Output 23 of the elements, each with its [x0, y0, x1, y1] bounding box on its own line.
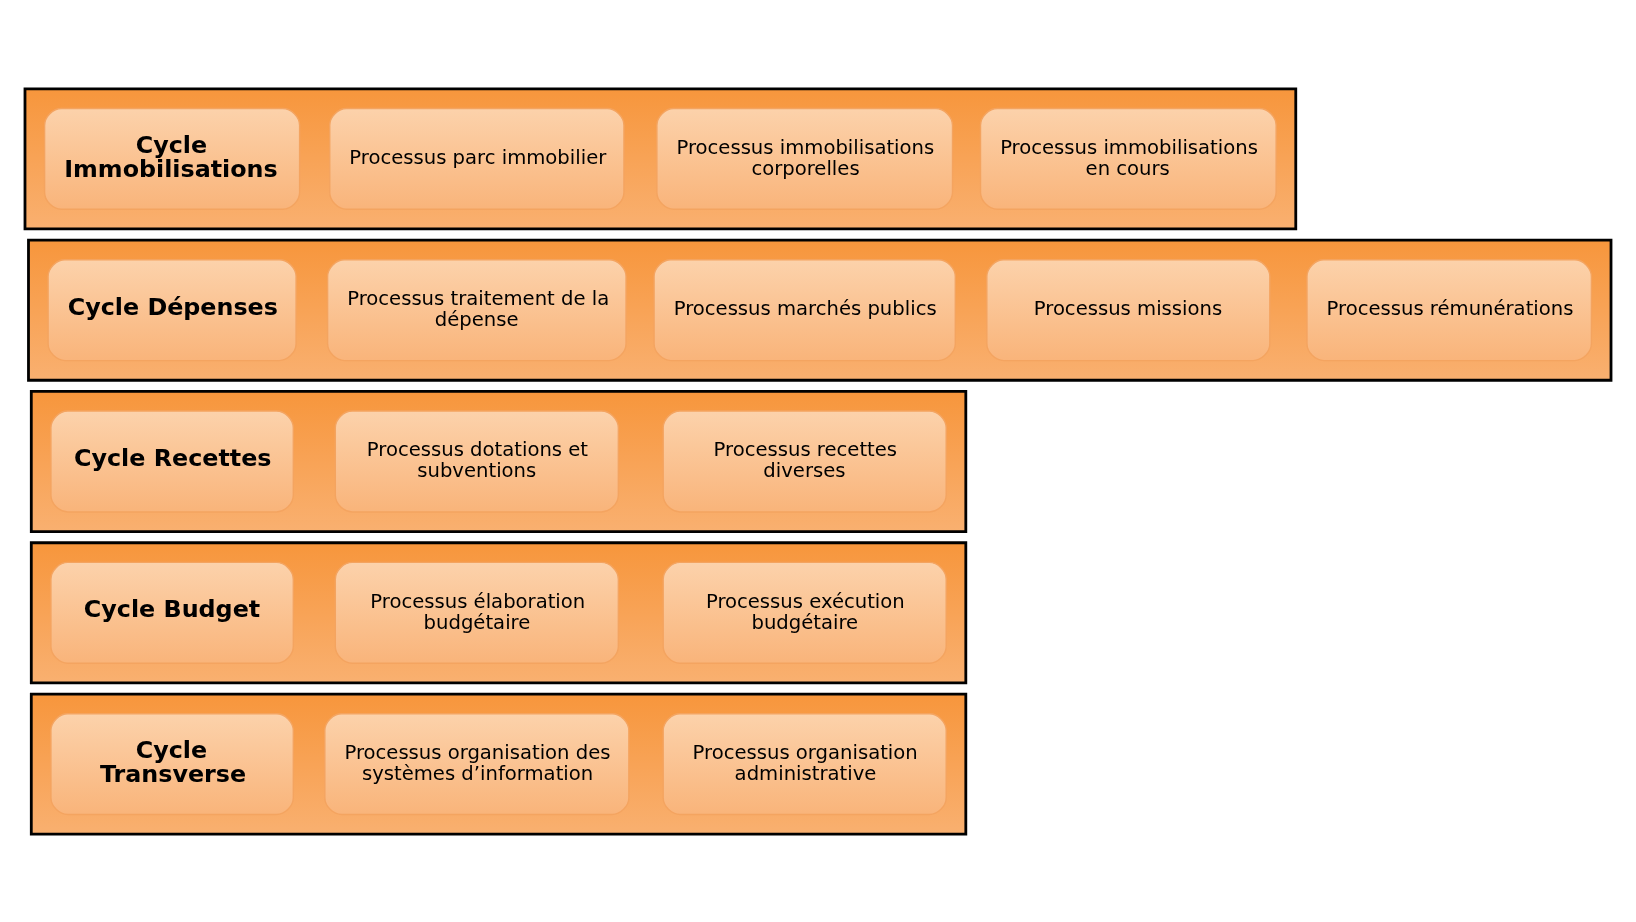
cluster — [29, 389, 968, 533]
node-box: Processus rémunérations — [1306, 258, 1593, 361]
node-box: Cycle Transverse — [50, 712, 294, 815]
node-box: Processus organisation administrative — [662, 712, 947, 815]
node-box: Processus immobilisations corporelles — [656, 107, 954, 210]
node-box: Cycle Budget — [50, 561, 294, 664]
node-box: Cycle Immobilisations — [43, 107, 301, 210]
node-box: Processus dotations et subventions — [334, 409, 620, 513]
node-box: Cycle Dépenses — [47, 258, 297, 361]
node-box: Processus recettes diverses — [662, 409, 947, 513]
node-box: Processus exécution budgétaire — [662, 561, 947, 664]
node-box: Processus élaboration budgétaire — [334, 561, 620, 664]
node-box: Processus parc immobilier — [329, 107, 625, 210]
cluster — [29, 540, 968, 684]
cluster — [27, 238, 1613, 382]
node-box: Processus missions — [986, 258, 1271, 361]
node-box: Processus traitement de la dépense — [326, 258, 627, 361]
node-box: Cycle Recettes — [50, 409, 294, 513]
node-box: Processus marchés publics — [653, 258, 956, 361]
node-box: Processus organisation des systèmes d’information — [324, 712, 630, 815]
cluster — [23, 86, 1298, 230]
node-box: Processus immobilisations en cours — [979, 107, 1277, 210]
cluster — [29, 692, 968, 836]
